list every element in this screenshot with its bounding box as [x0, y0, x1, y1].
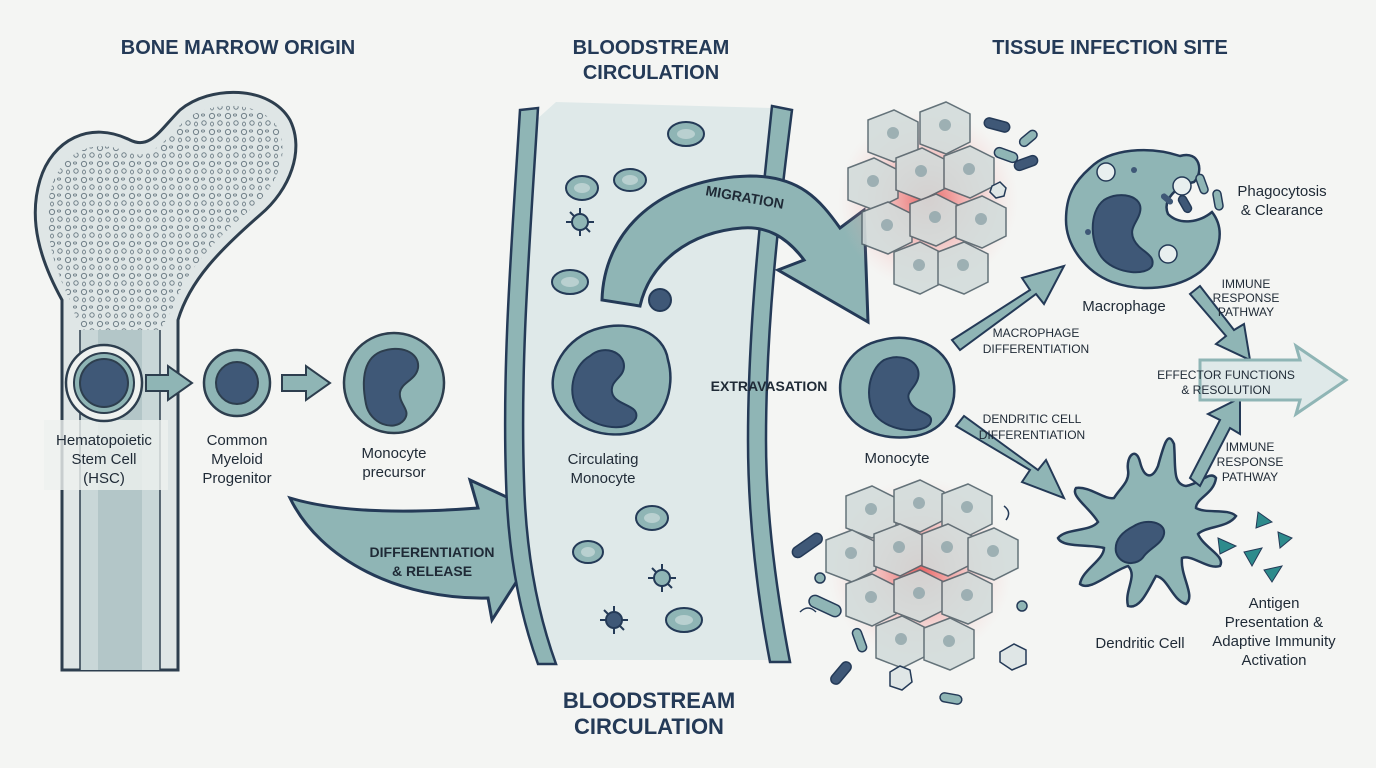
dendritic-label: Dendritic Cell	[1095, 635, 1184, 652]
arrow-cmp-to-precursor	[281, 364, 332, 402]
dendritic-cell	[1056, 437, 1238, 608]
arrow-immune-bottom	[1188, 396, 1241, 488]
dendritic-diff-label-2: DIFFERENTIATION	[979, 428, 1085, 442]
tissue-monocyte-cell	[838, 336, 956, 439]
hsc-label-3: (HSC)	[83, 470, 125, 487]
arrow-macrophage-differentiation	[950, 264, 1066, 352]
macrophage-diff-label-2: DIFFERENTIATION	[983, 342, 1089, 356]
antigen-label-1: Antigen	[1249, 595, 1300, 612]
bacteria-top	[983, 117, 1039, 199]
engulfed-bacteria	[1177, 173, 1224, 214]
antigen-label-2: Presentation &	[1225, 614, 1323, 631]
hsc-label-1: Hematopoietic	[56, 432, 152, 449]
dendritic-diff-label-1: DENDRITIC CELL	[983, 412, 1082, 426]
precursor-cell	[342, 331, 446, 435]
cmp-label-1: Common	[207, 432, 268, 449]
infected-tissue-cluster-bottom	[825, 478, 1019, 671]
arrow-immune-top	[1188, 284, 1252, 362]
extravasation-label: EXTRAVASATION	[711, 378, 828, 394]
immune-bottom-label-3: PATHWAY	[1222, 470, 1278, 484]
immune-bottom-label-1: IMMUNE	[1226, 440, 1275, 454]
arrow-hsc-to-cmp	[145, 364, 194, 402]
differentiation-label-1: DIFFERENTIATION	[370, 544, 495, 560]
antigen-fragments	[1217, 511, 1293, 583]
phagocytosis-label-2: & Clearance	[1241, 202, 1324, 219]
arrow-differentiation-release	[287, 477, 559, 625]
antigen-label-4: Activation	[1241, 652, 1306, 669]
heading-bloodstream-bottom-2: CIRCULATION	[574, 714, 724, 739]
bacteria-bottom	[791, 505, 1028, 705]
macrophage-diff-label-1: MACROPHAGE	[993, 326, 1080, 340]
precursor-label-1: Monocyte	[361, 445, 426, 462]
cmp-cell	[202, 348, 272, 418]
differentiation-label-2: & RELEASE	[392, 563, 472, 579]
heading-bone-marrow: BONE MARROW ORIGIN	[121, 37, 355, 59]
circulating-label-2: Monocyte	[570, 470, 635, 487]
red-blood-cells	[551, 121, 705, 633]
circulating-monocyte-cell	[551, 324, 672, 436]
effector-label-2: & RESOLUTION	[1181, 383, 1270, 397]
heading-tissue-infection: TISSUE INFECTION SITE	[992, 37, 1228, 59]
phagocytosis-label-1: Phagocytosis	[1237, 183, 1326, 200]
platelets	[566, 208, 676, 634]
effector-label-1: EFFECTOR FUNCTIONS	[1157, 368, 1295, 382]
macrophage-cell	[1064, 148, 1221, 290]
infected-tissue-cluster-top	[838, 101, 1018, 295]
hsc-label-2: Stem Cell	[71, 451, 136, 468]
immune-top-label-1: IMMUNE	[1222, 277, 1271, 291]
macrophage-label: Macrophage	[1082, 298, 1165, 315]
antigen-label-3: Adaptive Immunity	[1212, 633, 1336, 650]
immune-top-label-2: RESPONSE	[1213, 291, 1280, 305]
immune-bottom-label-2: RESPONSE	[1217, 455, 1284, 469]
heading-bloodstream-top-1: BLOODSTREAM	[573, 37, 730, 59]
heading-bloodstream-top-2: CIRCULATION	[583, 62, 719, 84]
arrow-effector	[1198, 342, 1349, 418]
cmp-label-2: Myeloid	[211, 451, 263, 468]
precursor-label-2: precursor	[362, 464, 425, 481]
cmp-label-3: Progenitor	[202, 470, 271, 487]
hsc-cell	[64, 343, 144, 423]
immune-top-label-3: PATHWAY	[1218, 305, 1274, 319]
arrow-dendritic-differentiation	[954, 414, 1066, 500]
monocyte-label: Monocyte	[864, 450, 929, 467]
circulating-label-1: Circulating	[568, 451, 639, 468]
arrow-migration	[600, 174, 870, 325]
heading-bloodstream-bottom-1: BLOODSTREAM	[563, 688, 735, 713]
lymphocyte-dot	[648, 288, 672, 312]
